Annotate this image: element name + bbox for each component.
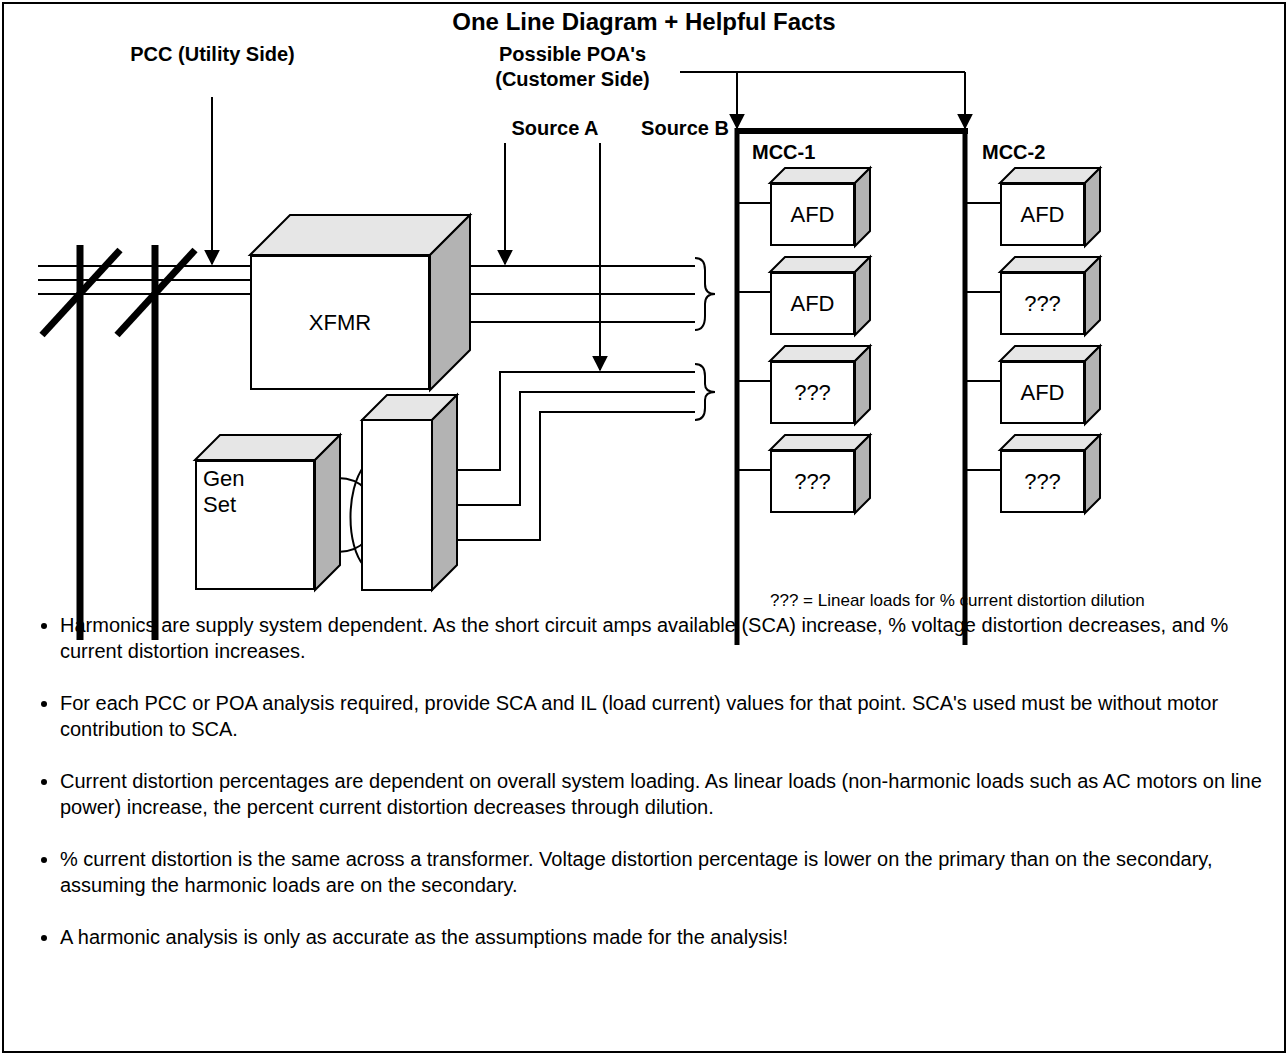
linear-load-box: ???: [770, 361, 855, 424]
generator-head: [362, 395, 457, 590]
box-side-face: [1085, 257, 1100, 335]
note: ??? = Linear loads for % current distort…: [770, 588, 1270, 613]
box-label: AFD: [1021, 380, 1065, 406]
box-side-face: [315, 435, 340, 590]
box-top-face: [1000, 435, 1100, 450]
title: One Line Diagram + Helpful Facts: [0, 8, 1288, 36]
frame: [3, 3, 1285, 1052]
utility-poles: [42, 245, 195, 640]
callout-label: Possible POA's (Customer Side): [470, 42, 675, 92]
box-side-face: [430, 215, 470, 390]
drive-box: AFD: [1000, 361, 1085, 424]
gen-set-box: Gen Set: [195, 460, 315, 590]
box-label: XFMR: [309, 310, 371, 336]
fact-bullet: For each PCC or POA analysis required, p…: [60, 690, 1285, 742]
branch-feeder: [965, 380, 1000, 382]
box-side-face: [855, 257, 870, 335]
box-label: ???: [794, 380, 831, 406]
drive-box: AFD: [770, 272, 855, 335]
fact-bullet: Current distortion percentages are depen…: [60, 768, 1285, 820]
fact-bullet: Harmonics are supply system dependent. A…: [60, 612, 1285, 664]
callout-label: Source B: [615, 116, 755, 141]
box-top-face: [770, 346, 870, 361]
branch-feeder: [965, 202, 1000, 204]
box-label: Gen Set: [203, 466, 269, 518]
box-top-face: [1000, 168, 1100, 183]
branch-feeder: [965, 469, 1000, 471]
box-label: AFD: [791, 202, 835, 228]
branch-feeder: [737, 380, 770, 382]
box-label: AFD: [791, 291, 835, 317]
bus-name: MCC-2: [982, 140, 1092, 165]
pointer-arrows: [212, 72, 965, 370]
callout-label: Source A: [485, 116, 625, 141]
box-side-face: [1085, 346, 1100, 424]
box-side-face: [855, 435, 870, 513]
box-label: ???: [794, 469, 831, 495]
box-label: ???: [1024, 469, 1061, 495]
box-label: AFD: [1021, 202, 1065, 228]
box-label: ???: [1024, 291, 1061, 317]
drive-box: AFD: [1000, 183, 1085, 246]
drive-box: AFD: [770, 183, 855, 246]
box-side-face: [855, 168, 870, 246]
bus-name: MCC-1: [752, 140, 862, 165]
branch-feeder: [737, 469, 770, 471]
facts-list: Harmonics are supply system dependent. A…: [30, 612, 1285, 976]
box-top-face: [770, 435, 870, 450]
linear-load-box: ???: [770, 450, 855, 513]
branch-feeder: [737, 202, 770, 204]
box-top-face: [1000, 257, 1100, 272]
linear-load-box: ???: [1000, 450, 1085, 513]
box-top-face: [770, 168, 870, 183]
mcc-bus: [735, 128, 968, 645]
transformer-box: XFMR: [250, 255, 430, 390]
box-top-face: [770, 257, 870, 272]
box-side-face: [1085, 435, 1100, 513]
fact-bullet: % current distortion is the same across …: [60, 846, 1285, 898]
branch-feeder: [737, 291, 770, 293]
linear-load-box: ???: [1000, 272, 1085, 335]
box-side-face: [1085, 168, 1100, 246]
fact-bullet: A harmonic analysis is only as accurate …: [60, 924, 1285, 950]
callout-label: PCC (Utility Side): [120, 42, 305, 67]
box-top-face: [1000, 346, 1100, 361]
box-side-face: [855, 346, 870, 424]
branch-feeder: [965, 291, 1000, 293]
